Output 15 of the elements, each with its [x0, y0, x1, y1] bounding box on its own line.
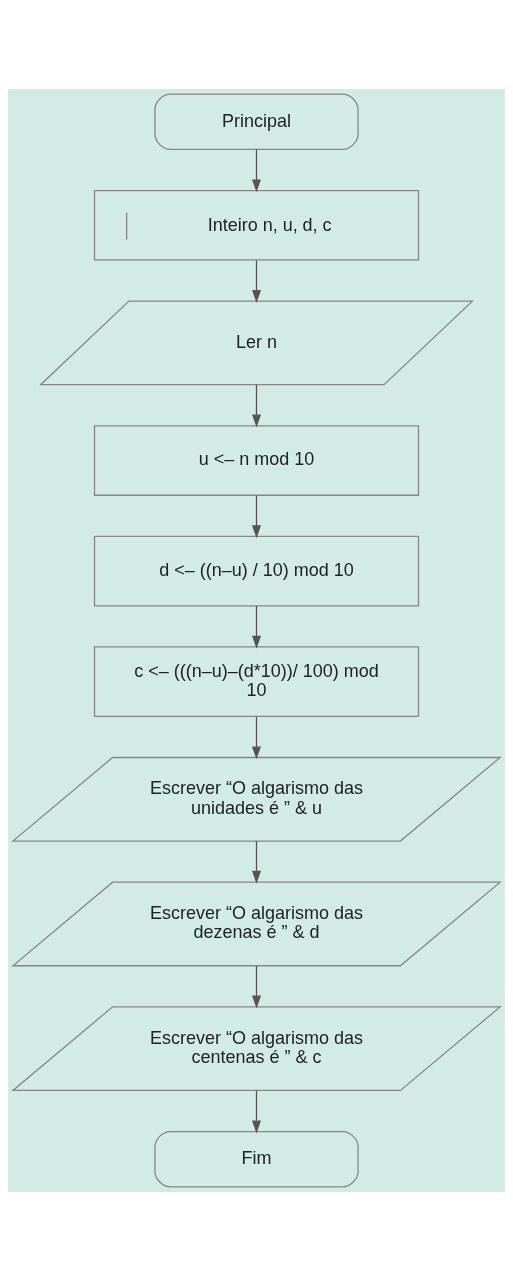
node-box: Fim: [154, 1130, 359, 1187]
arrow: [252, 383, 261, 427]
node-box: Principal: [154, 93, 359, 150]
arrow: [252, 494, 261, 538]
arrow: [252, 964, 261, 1008]
arrow: [252, 840, 261, 884]
arrow: [252, 259, 261, 303]
node-box: d <– ((n–u) / 10) mod 10: [93, 535, 420, 606]
node-box: u <– n mod 10: [93, 424, 420, 496]
arrow: [252, 1089, 261, 1133]
arrow: [252, 148, 261, 192]
node-box: c <– (((n–u)–(d*10))/ 100) mod 10: [93, 645, 420, 717]
node-box: Inteiro n, u, d, c: [93, 189, 420, 261]
arrow: [252, 604, 261, 649]
arrow: [252, 715, 261, 759]
